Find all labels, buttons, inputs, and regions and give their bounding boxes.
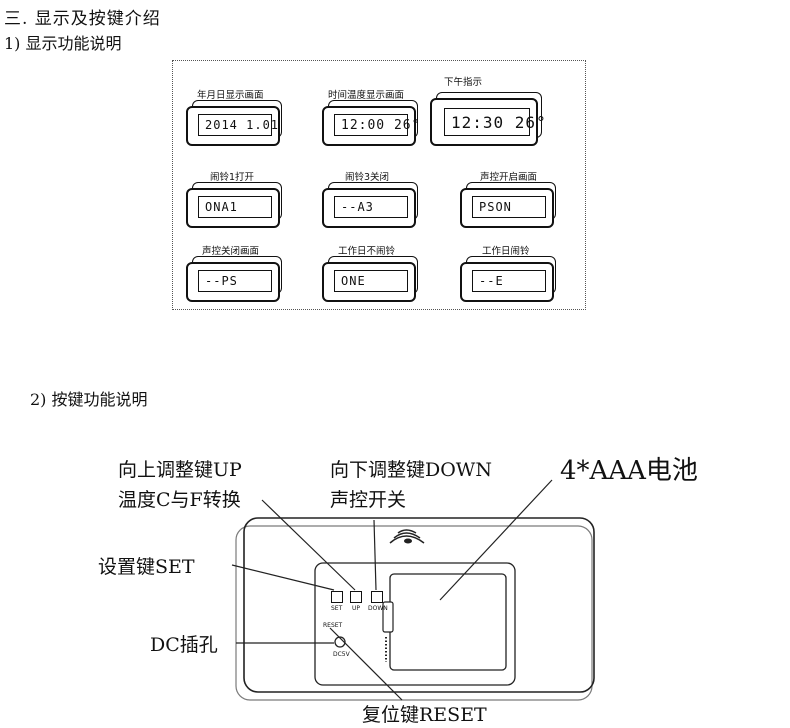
clock-display: --E — [460, 256, 556, 302]
clock-display: 2014 1.01 — [186, 100, 282, 146]
clock-screen: 2014 1.01 — [198, 114, 278, 136]
clock-display: ONA1 — [186, 182, 282, 228]
screen-caption: 工作日闹铃 — [482, 246, 530, 257]
screen-caption: 工作日不闹铃 — [338, 246, 396, 257]
clock-display: 12:30 26° — [430, 92, 546, 148]
clock-display: --PS — [186, 256, 282, 302]
reset-key-label: 复位键RESET — [362, 704, 487, 726]
reset-mark: RESET — [323, 622, 343, 629]
display-heading: 1) 显示功能说明 — [4, 34, 122, 53]
dc-jack-label: DC插孔 — [150, 634, 218, 656]
section-title: 三. 显示及按键介绍 — [4, 9, 161, 29]
screen-caption: 声控关闭画面 — [202, 246, 260, 257]
clock-display: ONE — [322, 256, 418, 302]
clock-display: --A3 — [322, 182, 418, 228]
display-diagram-box — [172, 60, 586, 310]
screen-caption: 下午指示 — [444, 77, 483, 88]
up-key-label: 向上调整键UP — [118, 459, 242, 481]
set-mark: SET — [331, 605, 343, 612]
clock-screen: PSON — [472, 196, 546, 218]
up-button — [350, 591, 362, 603]
screen-caption: 年月日显示画面 — [197, 90, 264, 101]
clock-screen: 12:00 26° — [334, 114, 419, 136]
down-key-label: 向下调整键DOWN — [330, 459, 492, 481]
clock-screen: 12:30 26° — [444, 108, 546, 136]
battery-label: 4*AAA电池 — [560, 456, 698, 486]
screen-caption: 闹铃1打开 — [210, 172, 255, 183]
voice-control-label: 声控开关 — [330, 489, 407, 511]
clock-screen: ONE — [334, 270, 408, 292]
down-button — [371, 591, 383, 603]
dc-mark: DC5V — [333, 651, 350, 658]
set-button — [331, 591, 343, 603]
clock-screen: --A3 — [334, 196, 408, 218]
screen-caption: 声控开启画面 — [480, 172, 538, 183]
set-key-label: 设置键SET — [98, 556, 195, 578]
clock-display: 12:00 26° — [322, 100, 419, 146]
clock-screen: ONA1 — [198, 196, 272, 218]
screen-caption: 闹铃3关闭 — [345, 172, 390, 183]
key-heading: 2) 按键功能说明 — [30, 390, 148, 409]
screen-caption: 时间温度显示画面 — [328, 90, 405, 101]
up-mark: UP — [352, 605, 361, 612]
clock-screen: --E — [472, 270, 546, 292]
temp-convert-label: 温度C与F转换 — [118, 489, 241, 511]
clock-screen: --PS — [198, 270, 272, 292]
clock-display: PSON — [460, 182, 556, 228]
down-mark: DOWN — [368, 605, 388, 612]
